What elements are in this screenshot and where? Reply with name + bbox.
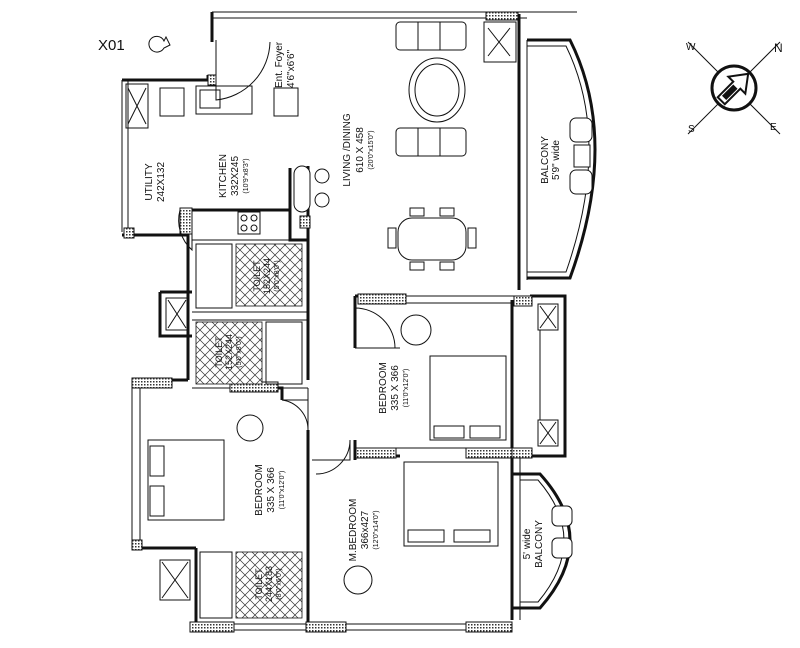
living-imperial: (20'0"x15'0") [368,130,375,169]
balcony-main-name: BALCONY [540,136,551,184]
compass-e: E [770,122,777,133]
toilet-1-name: TOILET [252,260,262,292]
label-toilet-3: TOILET 244X183 (8'0"x6'0") [254,566,283,602]
kitchen-fixtures [125,83,330,235]
label-bedroom-2: BEDROOM 335 X 366 (11'0"x12'0") [254,464,286,516]
kitchen-name: KITCHEN [218,154,229,198]
kitchen-size: 332X245 [230,156,241,196]
compass-s: S [688,124,695,135]
toilet-1-size: 152X244 [262,258,272,294]
label-toilet-2: TOILET 152X244 (5'0"x8'0") [214,334,243,370]
master-bedroom-imperial: (12'0"x14'0") [373,510,380,549]
balcony-small-name: BALCONY [534,520,545,568]
compass-w: W [686,42,696,53]
utility-name: UTILITY [144,163,155,201]
bedroom-furniture [147,314,507,595]
toilet-2-name: TOILET [214,336,224,368]
balcony-main-size: 5'9" wide [551,140,562,180]
bedroom-1-name: BEDROOM [378,362,389,414]
balcony-main-outline [527,38,597,280]
bedroom-2-size: 335 X 366 [266,467,277,513]
living-furniture [387,21,517,271]
bedroom-1-imperial: (11'0"x12'0") [403,369,410,408]
label-foyer: Ent. Foyer 4'6"x6'6" [274,41,297,88]
label-balcony-main: BALCONY 5'9" wide [540,136,562,184]
north-arrow-icon [716,72,750,106]
bedroom-2-name: BEDROOM [254,464,265,516]
compass-n: N [774,41,783,55]
door-swings [178,40,400,475]
bedroom-2-imperial: (11'0"x12'0") [279,471,286,510]
balcony-small-outline [512,472,573,610]
toilet-3-size: 244X183 [264,566,274,602]
toilet-2-size: 152X244 [224,334,234,370]
kitchen-imperial: (10'9"x8'3") [243,158,250,193]
toilet-2-imperial: (5'0"x8'0") [236,336,243,367]
compass: N E S W [686,41,783,135]
unit-marker-icon [148,35,171,53]
toilet-3-imperial: (8'0"x6'0") [276,568,283,599]
balcony-small-size: 5' wide [522,528,533,559]
toilet-1-imperial: (5'0"x8'0") [274,260,281,291]
label-kitchen: KITCHEN 332X245 (10'9"x8'3") [218,154,250,198]
foyer-name: Ent. Foyer [274,41,285,88]
label-bedroom-1: BEDROOM 335 X 366 (11'0"x12'0") [378,362,410,414]
utility-size: 242X132 [156,162,167,202]
label-utility: UTILITY 242X132 [144,162,167,202]
master-bedroom-name: M.BEDROOM [348,499,359,562]
living-name: LIVING /DINING [342,113,353,187]
label-balcony-small: 5' wide BALCONY [522,520,545,568]
living-size: 610 X 458 [355,127,366,173]
bedroom-1-size: 335 X 366 [390,365,401,411]
unit-label: X01 [98,37,125,54]
exterior-walls [121,11,577,633]
label-living: LIVING /DINING 610 X 458 (20'0"x15'0") [342,113,375,187]
label-master-bedroom: M.BEDROOM 366x427 (12'0"x14'0") [348,499,380,562]
label-toilet-1: TOILET 152X244 (5'0"x8'0") [252,258,281,294]
toilet-fixtures [159,243,559,619]
toilet-3-name: TOILET [254,568,264,600]
foyer-size: 4'6"x6'6" [286,49,297,88]
master-bedroom-size: 366x427 [360,510,371,549]
